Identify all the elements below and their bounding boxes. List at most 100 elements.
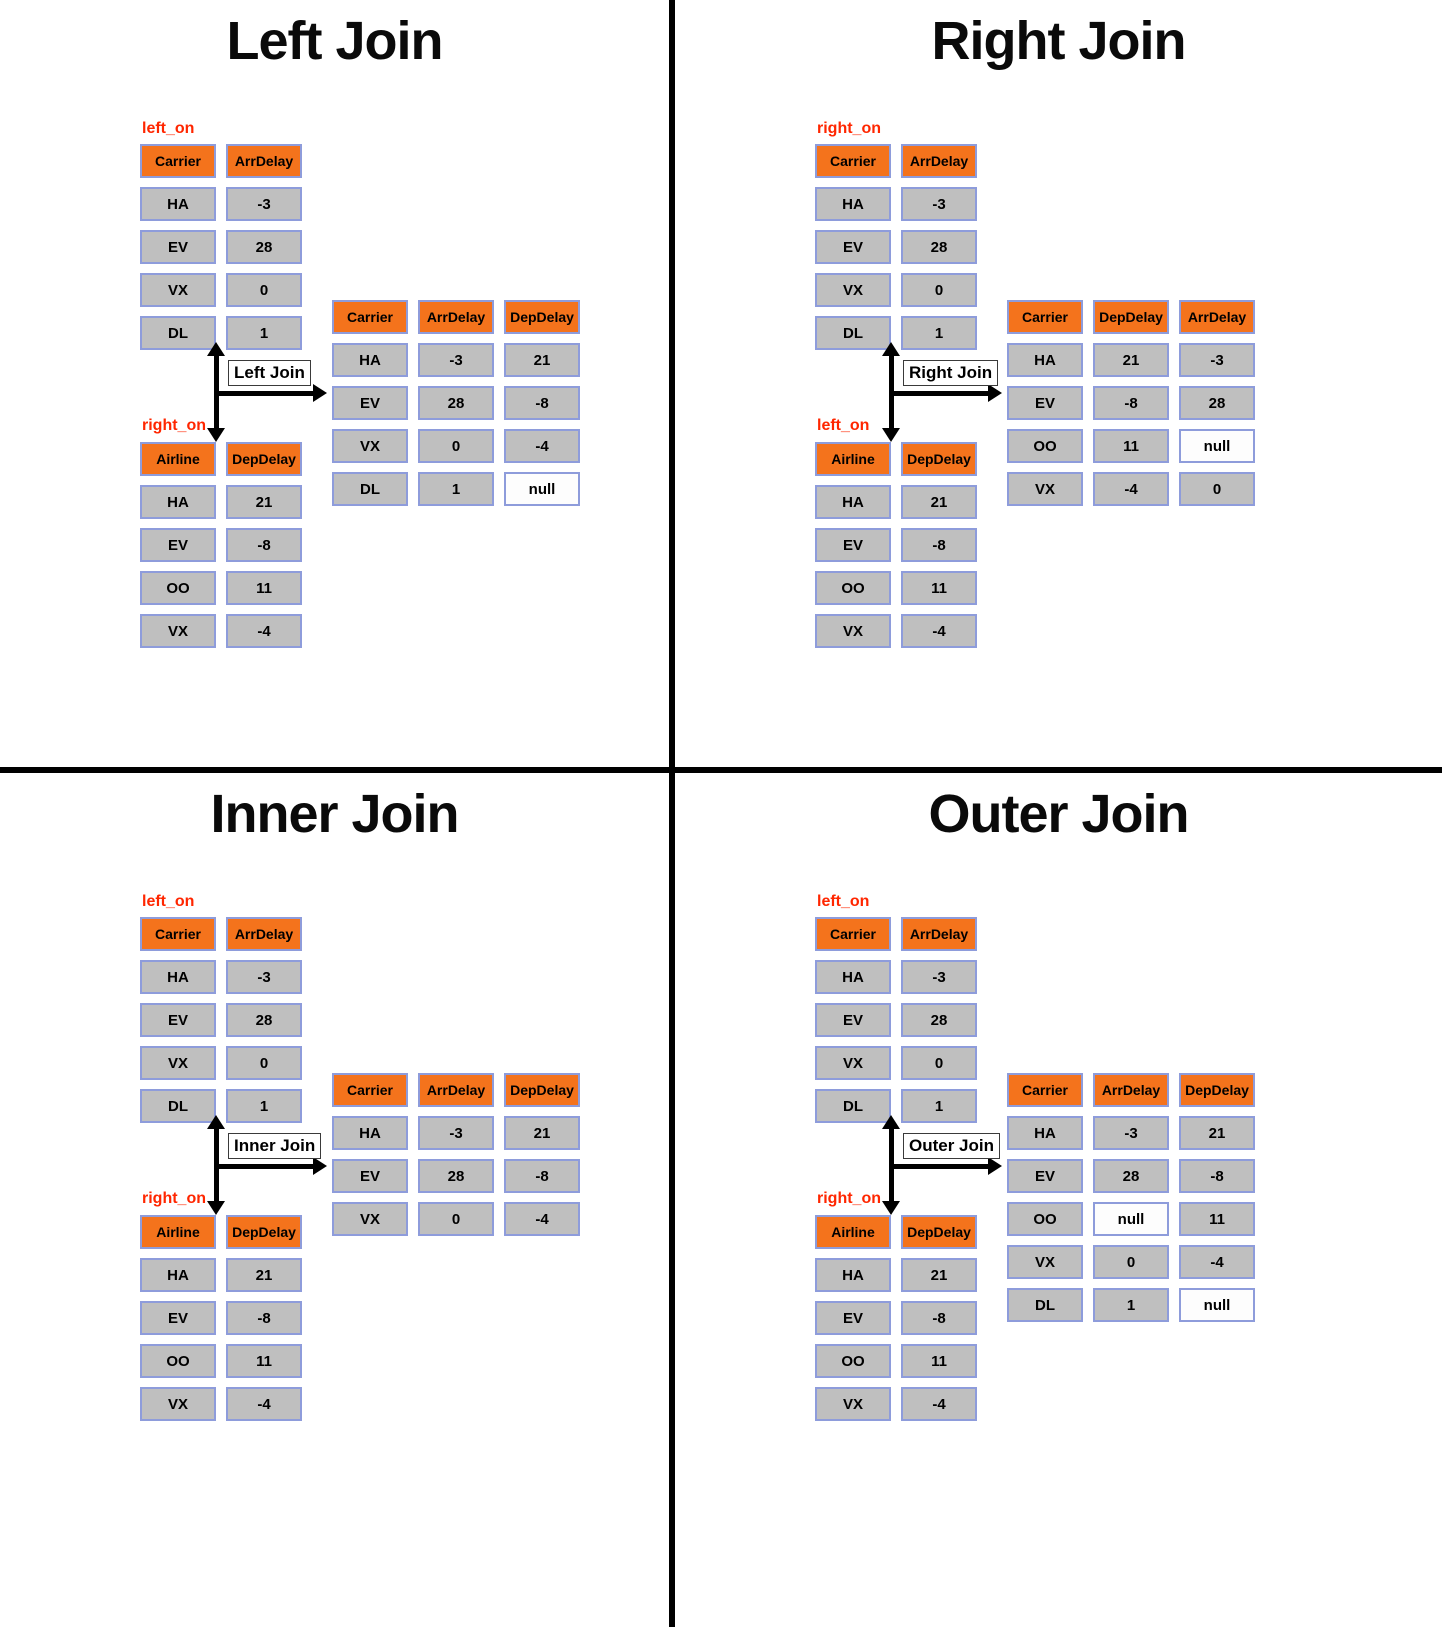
arrow-down-head-icon <box>207 428 225 442</box>
arrow-horizontal-line <box>217 391 315 396</box>
table-cell: 11 <box>226 571 302 605</box>
table-cell: -8 <box>504 1159 580 1193</box>
bottom-key-label: right_on <box>817 1190 881 1207</box>
arrow-right-head-icon <box>988 1157 1002 1175</box>
table-cell: 0 <box>1093 1245 1169 1279</box>
table-cell: 28 <box>901 1003 977 1037</box>
table-cell: 0 <box>226 273 302 307</box>
table-cell: VX <box>1007 472 1083 506</box>
top-key-label: left_on <box>142 893 195 910</box>
table-header-cell: Airline <box>140 1215 216 1249</box>
table-cell: 1 <box>418 472 494 506</box>
arrow-right-head-icon <box>313 384 327 402</box>
table-header-cell: Carrier <box>332 300 408 334</box>
table-cell: EV <box>140 230 216 264</box>
table-header-cell: Airline <box>140 442 216 476</box>
table-cell: EV <box>140 528 216 562</box>
table-cell: -4 <box>226 1387 302 1421</box>
table-cell: HA <box>140 960 216 994</box>
table-header-cell: Carrier <box>1007 300 1083 334</box>
table-cell: -4 <box>901 614 977 648</box>
table-cell: VX <box>815 273 891 307</box>
arrow-vertical-line <box>889 1127 894 1203</box>
top-key-label: left_on <box>817 893 870 910</box>
table-cell: EV <box>1007 386 1083 420</box>
table-cell: 21 <box>226 1258 302 1292</box>
table-cell: HA <box>332 1116 408 1150</box>
table-cell: 11 <box>901 571 977 605</box>
table-cell: 0 <box>418 429 494 463</box>
table-header-cell: ArrDelay <box>418 300 494 334</box>
table-cell: 28 <box>1093 1159 1169 1193</box>
table-cell: VX <box>815 1046 891 1080</box>
table-cell: VX <box>332 1202 408 1236</box>
table-cell: OO <box>815 1344 891 1378</box>
quadrant-title: Outer Join <box>928 784 1189 844</box>
table-header-cell: ArrDelay <box>901 917 977 951</box>
table-header-cell: Carrier <box>140 917 216 951</box>
arrow-vertical-line <box>214 354 219 430</box>
table-cell: OO <box>140 571 216 605</box>
table-header-cell: ArrDelay <box>901 144 977 178</box>
table-cell: 0 <box>418 1202 494 1236</box>
table-cell: HA <box>815 960 891 994</box>
table-cell: VX <box>815 1387 891 1421</box>
arrow-down-head-icon <box>882 428 900 442</box>
table-cell: DL <box>140 316 216 350</box>
table-cell: EV <box>815 1003 891 1037</box>
arrow-vertical-line <box>214 1127 219 1203</box>
table-cell: VX <box>140 1387 216 1421</box>
table-header-cell: ArrDelay <box>226 144 302 178</box>
table-header-cell: DepDelay <box>504 1073 580 1107</box>
table-cell: 28 <box>226 230 302 264</box>
table-header-cell: DepDelay <box>1179 1073 1255 1107</box>
table-header-cell: Carrier <box>1007 1073 1083 1107</box>
table-cell: 11 <box>1093 429 1169 463</box>
table-cell: -8 <box>226 528 302 562</box>
table-cell: 21 <box>901 1258 977 1292</box>
table-header-cell: Airline <box>815 1215 891 1249</box>
table-cell: -3 <box>901 960 977 994</box>
table-cell: 0 <box>901 1046 977 1080</box>
table-cell: EV <box>332 386 408 420</box>
table-cell: DL <box>1007 1288 1083 1322</box>
table-cell: EV <box>815 528 891 562</box>
arrow-right-head-icon <box>988 384 1002 402</box>
table-cell: 21 <box>1179 1116 1255 1150</box>
table-cell: 21 <box>504 1116 580 1150</box>
table-cell: 1 <box>1093 1288 1169 1322</box>
table-header-cell: ArrDelay <box>1179 300 1255 334</box>
table-cell: 21 <box>1093 343 1169 377</box>
table-cell: -3 <box>1093 1116 1169 1150</box>
bottom-key-label: left_on <box>817 417 870 434</box>
table-header-cell: Carrier <box>815 144 891 178</box>
table-cell: 11 <box>226 1344 302 1378</box>
table-cell: -4 <box>504 429 580 463</box>
table-cell: OO <box>815 571 891 605</box>
table-cell: HA <box>332 343 408 377</box>
table-header-cell: DepDelay <box>1093 300 1169 334</box>
table-cell: OO <box>1007 429 1083 463</box>
table-cell: HA <box>140 485 216 519</box>
quadrant-title: Right Join <box>931 11 1187 71</box>
table-cell: -4 <box>226 614 302 648</box>
arrow-horizontal-line <box>892 391 990 396</box>
table-cell: -3 <box>226 960 302 994</box>
table-cell: VX <box>815 614 891 648</box>
table-cell: VX <box>332 429 408 463</box>
table-cell: EV <box>1007 1159 1083 1193</box>
table-cell: -4 <box>901 1387 977 1421</box>
table-cell: -3 <box>418 343 494 377</box>
table-cell: 28 <box>901 230 977 264</box>
table-cell: VX <box>140 1046 216 1080</box>
table-cell: -4 <box>1179 1245 1255 1279</box>
table-cell: HA <box>140 187 216 221</box>
table-cell: 1 <box>226 1089 302 1123</box>
join-arrow-label: Inner Join <box>228 1133 322 1159</box>
